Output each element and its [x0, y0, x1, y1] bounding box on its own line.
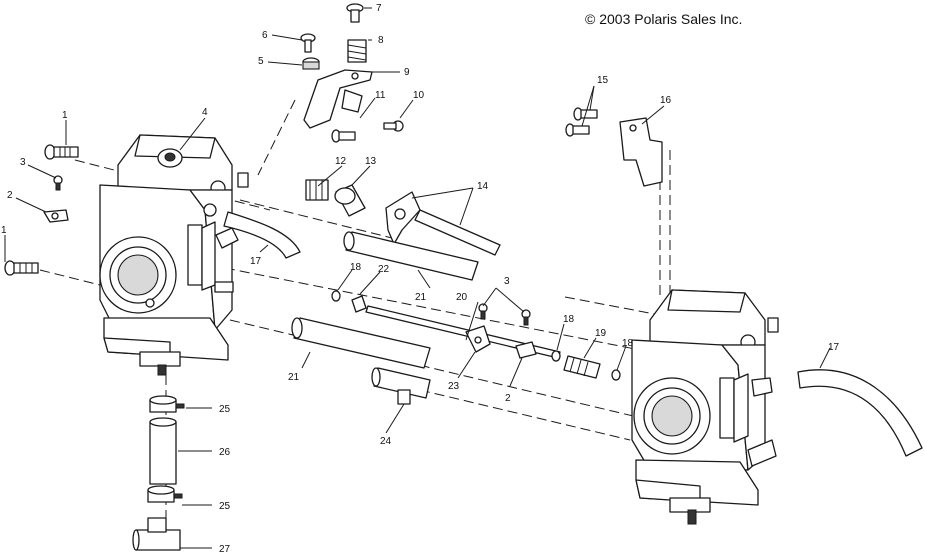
part-18-washer-left: [331, 290, 341, 302]
left-carburetor: [99, 134, 249, 376]
part-13-collar: [334, 184, 366, 217]
part-17-hose-left: [223, 211, 301, 259]
callout-8: 8: [378, 35, 384, 46]
callout-21b: 21: [288, 372, 300, 383]
part-24-tee: [371, 367, 431, 405]
part-21-tube-lower: [291, 317, 431, 369]
callout-numbers: 1 1 3 2 4 6 5 7 8 9 11 10 12 13 14 17 18…: [1, 3, 840, 555]
callout-24: 24: [380, 436, 392, 447]
callout-5: 5: [258, 56, 264, 67]
callout-10: 10: [413, 90, 425, 101]
part-1-screw-lower: [4, 260, 39, 276]
part-8-spring: [347, 39, 367, 63]
part-3-screw-a: [478, 303, 488, 320]
part-5-nut: [302, 57, 320, 70]
part-11-screw: [331, 129, 356, 143]
callout-15: 15: [597, 75, 609, 86]
callout-6: 6: [262, 30, 268, 41]
callout-4: 4: [202, 107, 208, 118]
part-17-hose-right: [797, 369, 923, 457]
part-16-bracket: [619, 117, 663, 187]
leader-lines: [4, 7, 831, 549]
callout-18a: 18: [350, 262, 362, 273]
callout-25a: 25: [219, 404, 231, 415]
callout-1b: 1: [1, 225, 7, 236]
part-3-small-screw-left: [53, 175, 63, 191]
right-carburetor: [631, 289, 779, 525]
part-15-screw-upper: [573, 107, 598, 121]
callout-18c: 18: [622, 338, 634, 349]
callout-23: 23: [448, 381, 460, 392]
callout-27: 27: [219, 544, 231, 555]
part-19-spring: [563, 355, 601, 379]
callout-20: 20: [456, 292, 468, 303]
part-26-hose: [149, 417, 177, 485]
part-7-screw: [346, 3, 364, 23]
callout-7: 7: [376, 3, 382, 14]
part-22-clip: [351, 295, 367, 313]
part-14-lever: [385, 191, 421, 245]
part-18-washer-right: [611, 369, 621, 381]
callout-17a: 17: [250, 256, 262, 267]
part-25-clamp-upper: [149, 395, 185, 413]
part-18-washer-mid: [551, 350, 561, 362]
callout-18b: 18: [563, 314, 575, 325]
callout-9: 9: [404, 67, 410, 78]
assembly-lines: [39, 99, 671, 555]
callout-2b: 2: [505, 393, 511, 404]
callout-19: 19: [595, 328, 607, 339]
callout-21a: 21: [415, 292, 427, 303]
part-3-screw-b: [521, 309, 531, 326]
callout-22: 22: [378, 264, 390, 275]
callout-12: 12: [335, 156, 347, 167]
callout-17b: 17: [828, 342, 840, 353]
callout-16: 16: [660, 95, 672, 106]
part-27-tee-fitting: [132, 517, 181, 551]
callout-13: 13: [365, 156, 377, 167]
callout-11: 11: [375, 90, 386, 101]
callout-3b: 3: [504, 276, 510, 287]
callout-2a: 2: [7, 190, 13, 201]
part-6-screw: [300, 33, 316, 53]
part-2-clip-mid: [515, 341, 537, 359]
callout-14: 14: [477, 181, 489, 192]
callout-1a: 1: [62, 110, 68, 121]
part-21-tube-upper: [343, 231, 479, 281]
part-15-screw-lower: [565, 123, 590, 137]
part-10-screw: [383, 120, 404, 132]
part-14-shaft: [414, 209, 501, 256]
part-12-spring: [305, 179, 329, 201]
part-1-screw-upper: [44, 144, 79, 160]
part-25-clamp-lower: [147, 485, 183, 503]
callout-26: 26: [219, 447, 231, 458]
copyright-text: © 2003 Polaris Sales Inc.: [585, 11, 742, 27]
part-23-lever: [465, 325, 491, 353]
part-2-clip-left: [43, 209, 69, 223]
callout-3a: 3: [20, 157, 26, 168]
callout-25b: 25: [219, 501, 231, 512]
part-9-bracket: [303, 69, 373, 129]
